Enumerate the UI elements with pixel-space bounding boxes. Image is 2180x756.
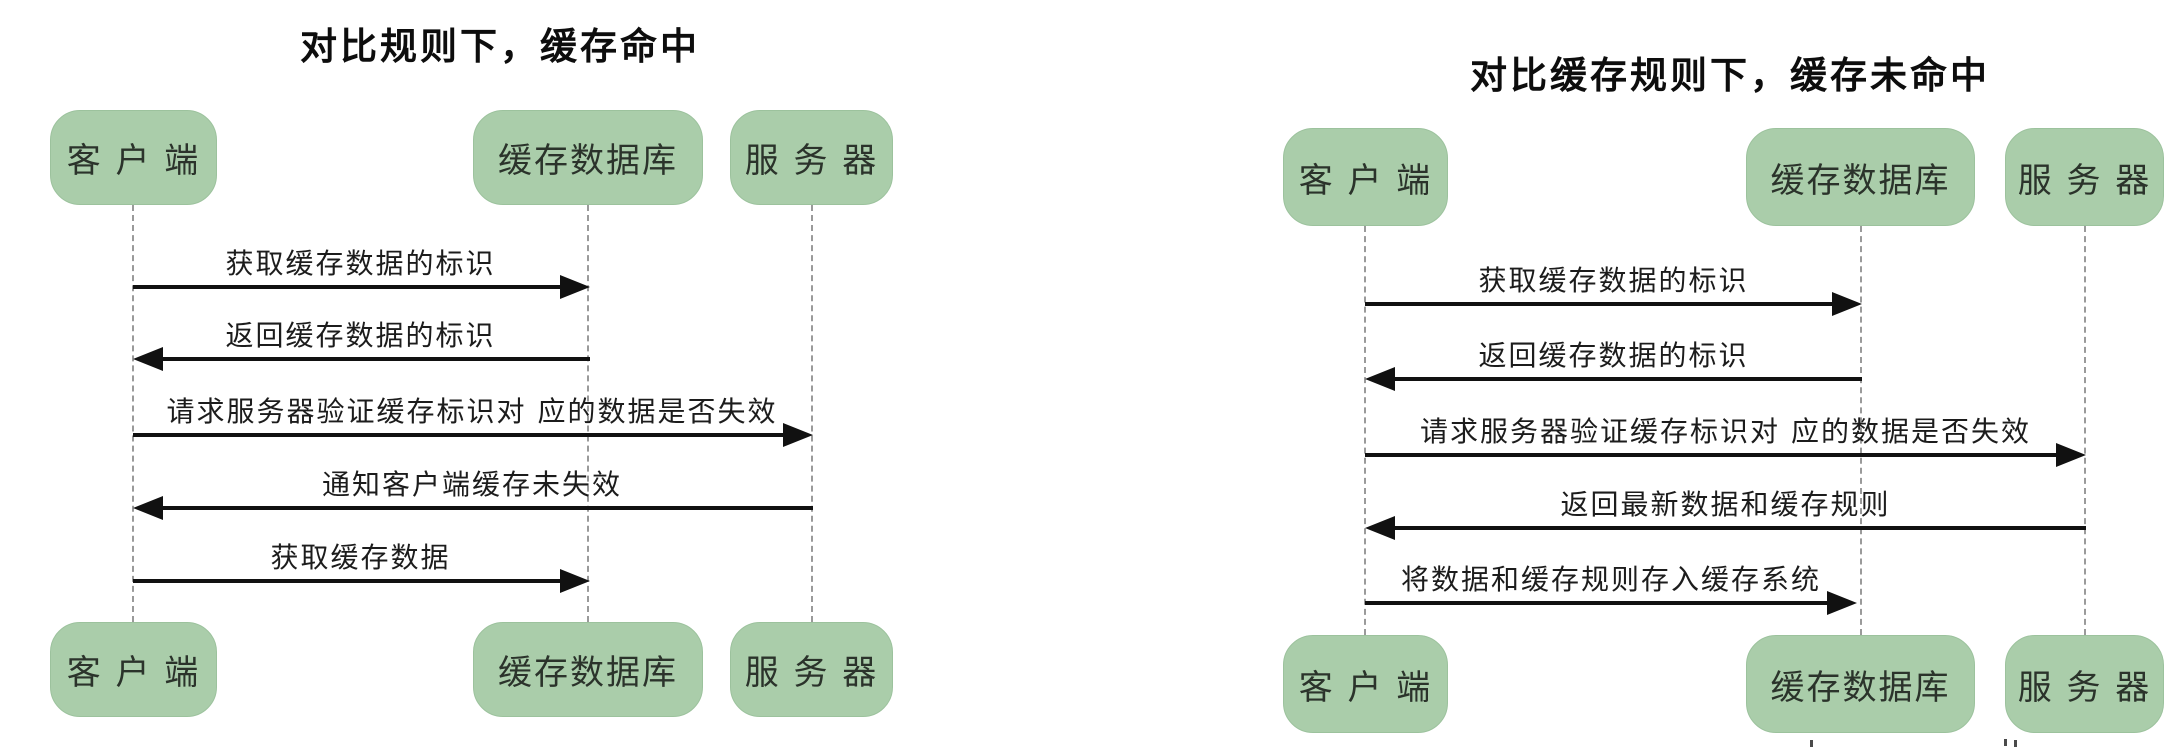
actor-box-cache-db-top: 缓存数据库 bbox=[473, 110, 703, 205]
lifeline-server bbox=[811, 205, 813, 622]
lifeline-cache-db bbox=[587, 205, 589, 622]
message-line bbox=[1393, 526, 2086, 530]
message-label: 请求服务器验证缓存标识对 应的数据是否失效 bbox=[166, 395, 778, 428]
message-label: 请求服务器验证缓存标识对 应的数据是否失效 bbox=[1420, 415, 2031, 448]
lifeline-cache-db bbox=[1860, 226, 1862, 635]
message-line bbox=[1365, 601, 1829, 605]
message-label: 返回缓存数据的标识 bbox=[1478, 339, 1749, 372]
message-line bbox=[1393, 377, 1862, 381]
arrowhead-right bbox=[1827, 591, 1857, 615]
message-line bbox=[161, 506, 813, 510]
message-label: 通知客户端缓存未失效 bbox=[321, 468, 622, 501]
message-line bbox=[1365, 302, 1834, 306]
message-label: 获取缓存数据 bbox=[270, 541, 451, 574]
message-line bbox=[133, 579, 562, 583]
arrowhead-left bbox=[133, 496, 163, 520]
lifeline-client bbox=[1364, 226, 1366, 635]
actor-box-server-top: 服 务 器 bbox=[2005, 128, 2164, 226]
arrowhead-right bbox=[1832, 292, 1862, 316]
arrowhead-right bbox=[783, 423, 813, 447]
lifeline-server bbox=[2084, 226, 2086, 635]
arrowhead-left bbox=[1365, 367, 1395, 391]
actor-box-server-bottom: 服 务 器 bbox=[2005, 635, 2164, 733]
message-label: 将数据和缓存规则存入缓存系统 bbox=[1400, 563, 1821, 596]
crop-artifact-mark bbox=[2004, 739, 2007, 746]
arrowhead-left bbox=[133, 347, 163, 371]
diagram-title: 对比规则下，缓存命中 bbox=[300, 25, 700, 68]
message-label: 获取缓存数据的标识 bbox=[225, 247, 496, 280]
message-line bbox=[133, 285, 562, 289]
actor-box-cache-db-bottom: 缓存数据库 bbox=[473, 622, 703, 717]
crop-artifact-mark bbox=[1810, 740, 1813, 747]
arrowhead-right bbox=[560, 275, 590, 299]
arrowhead-right bbox=[2056, 443, 2086, 467]
actor-box-cache-db-bottom: 缓存数据库 bbox=[1746, 635, 1975, 733]
actor-box-server-bottom: 服 务 器 bbox=[730, 622, 893, 717]
actor-box-cache-db-top: 缓存数据库 bbox=[1746, 128, 1975, 226]
actor-box-client-top: 客 户 端 bbox=[1283, 128, 1448, 226]
actor-box-client-bottom: 客 户 端 bbox=[1283, 635, 1448, 733]
diagram-title: 对比缓存规则下，缓存未命中 bbox=[1470, 54, 1990, 97]
message-line bbox=[1365, 453, 2058, 457]
message-label: 返回最新数据和缓存规则 bbox=[1560, 488, 1891, 521]
crop-artifact-mark bbox=[2014, 740, 2017, 747]
arrowhead-left bbox=[1365, 516, 1395, 540]
message-line bbox=[161, 357, 590, 361]
actor-box-client-top: 客 户 端 bbox=[50, 110, 217, 205]
message-line bbox=[133, 433, 785, 437]
arrowhead-right bbox=[560, 569, 590, 593]
message-label: 返回缓存数据的标识 bbox=[225, 319, 496, 352]
message-label: 获取缓存数据的标识 bbox=[1478, 264, 1749, 297]
actor-box-client-bottom: 客 户 端 bbox=[50, 622, 217, 717]
lifeline-client bbox=[132, 205, 134, 622]
actor-box-server-top: 服 务 器 bbox=[730, 110, 893, 205]
